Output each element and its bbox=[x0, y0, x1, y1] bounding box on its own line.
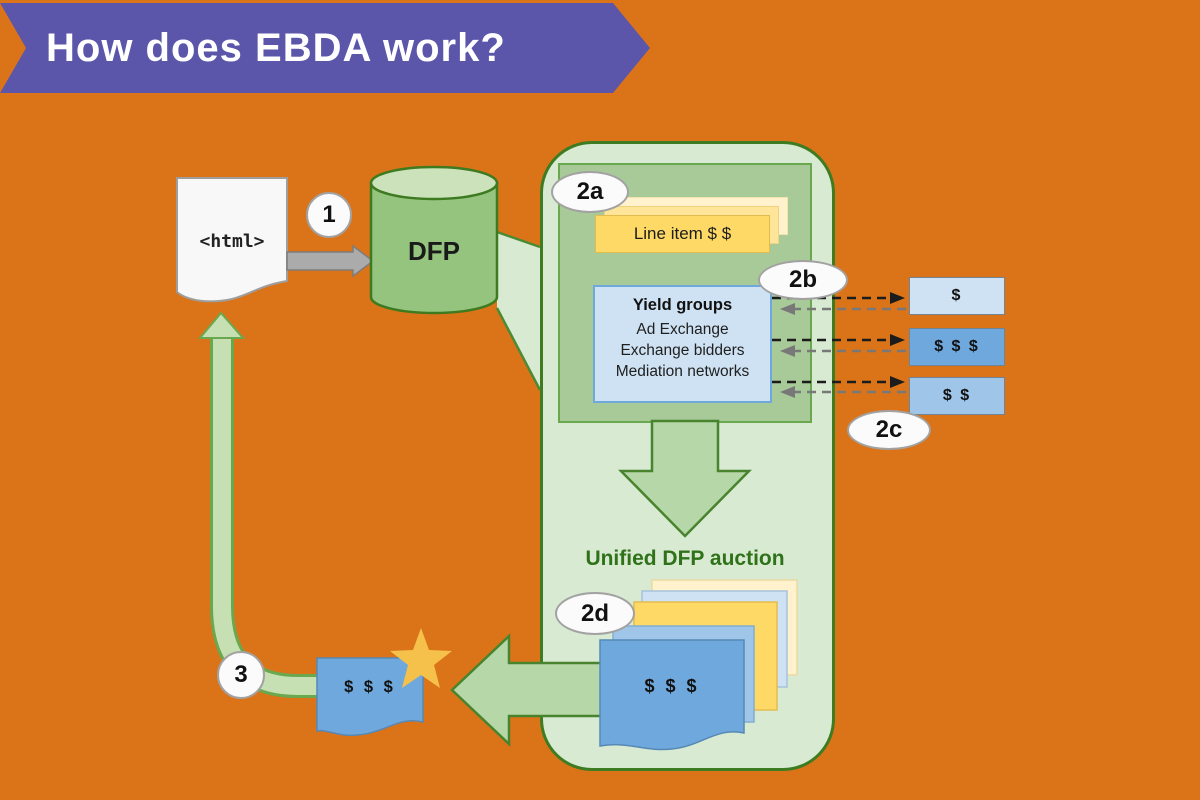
bid-request-arrowhead-1 bbox=[890, 292, 905, 304]
step-badge-2c: 2c bbox=[847, 410, 931, 450]
unified-auction-label: Unified DFP auction bbox=[585, 547, 785, 570]
winning-bid-label: $ $ $ bbox=[344, 678, 396, 696]
bid-response-arrowhead-2 bbox=[780, 345, 795, 357]
bid-stack-label: $ $ $ bbox=[644, 676, 700, 696]
database-icon-top bbox=[369, 165, 499, 201]
title-ribbon: How does EBDA work? bbox=[0, 3, 650, 93]
step-badge-3: 3 bbox=[217, 651, 265, 699]
bidder-box-low: $ bbox=[909, 277, 1005, 315]
step-badge-2d: 2d bbox=[555, 592, 635, 635]
loop-arrow-outline bbox=[210, 336, 320, 698]
yield-groups-item-ad-exchange: Ad Exchange bbox=[636, 321, 729, 338]
database-icon bbox=[369, 181, 499, 315]
page-title: How does EBDA work? bbox=[46, 26, 506, 70]
dfp-funnel-wedge-edges bbox=[495, 230, 542, 391]
yield-groups-item-exchange-bidders: Exchange bidders bbox=[620, 342, 745, 359]
arrow-down-icon bbox=[618, 419, 752, 538]
ad-request-arrow bbox=[286, 244, 375, 278]
step-badge-2b: 2b bbox=[758, 260, 848, 300]
loop-arrow-head bbox=[197, 311, 246, 339]
bid-card-front bbox=[599, 639, 745, 751]
bid-request-arrowhead-3 bbox=[890, 376, 905, 388]
bidder-box-mid: $ $ bbox=[909, 377, 1005, 415]
bid-request-arrowhead-2 bbox=[890, 334, 905, 346]
html-doc-label: <html> bbox=[199, 231, 265, 252]
line-item-label: Line item $ $ bbox=[633, 224, 732, 243]
dfp-funnel-wedge bbox=[497, 232, 540, 390]
star-icon bbox=[390, 628, 452, 688]
yield-groups-title: Yield groups bbox=[632, 296, 733, 314]
bidder-box-high: $ $ $ bbox=[909, 328, 1005, 366]
line-item-card: Line item $ $ bbox=[595, 215, 770, 253]
bid-response-arrowhead-3 bbox=[780, 386, 795, 398]
dfp-label: DFP bbox=[408, 236, 460, 266]
step-badge-2a: 2a bbox=[551, 171, 629, 213]
step-badge-1: 1 bbox=[306, 192, 352, 238]
yield-groups-box: Yield groups Ad Exchange Exchange bidder… bbox=[593, 285, 772, 403]
yield-groups-item-mediation-networks: Mediation networks bbox=[615, 363, 750, 380]
bid-response-arrowhead-1 bbox=[780, 303, 795, 315]
winning-bid-document bbox=[316, 657, 424, 737]
document-icon bbox=[176, 177, 288, 303]
